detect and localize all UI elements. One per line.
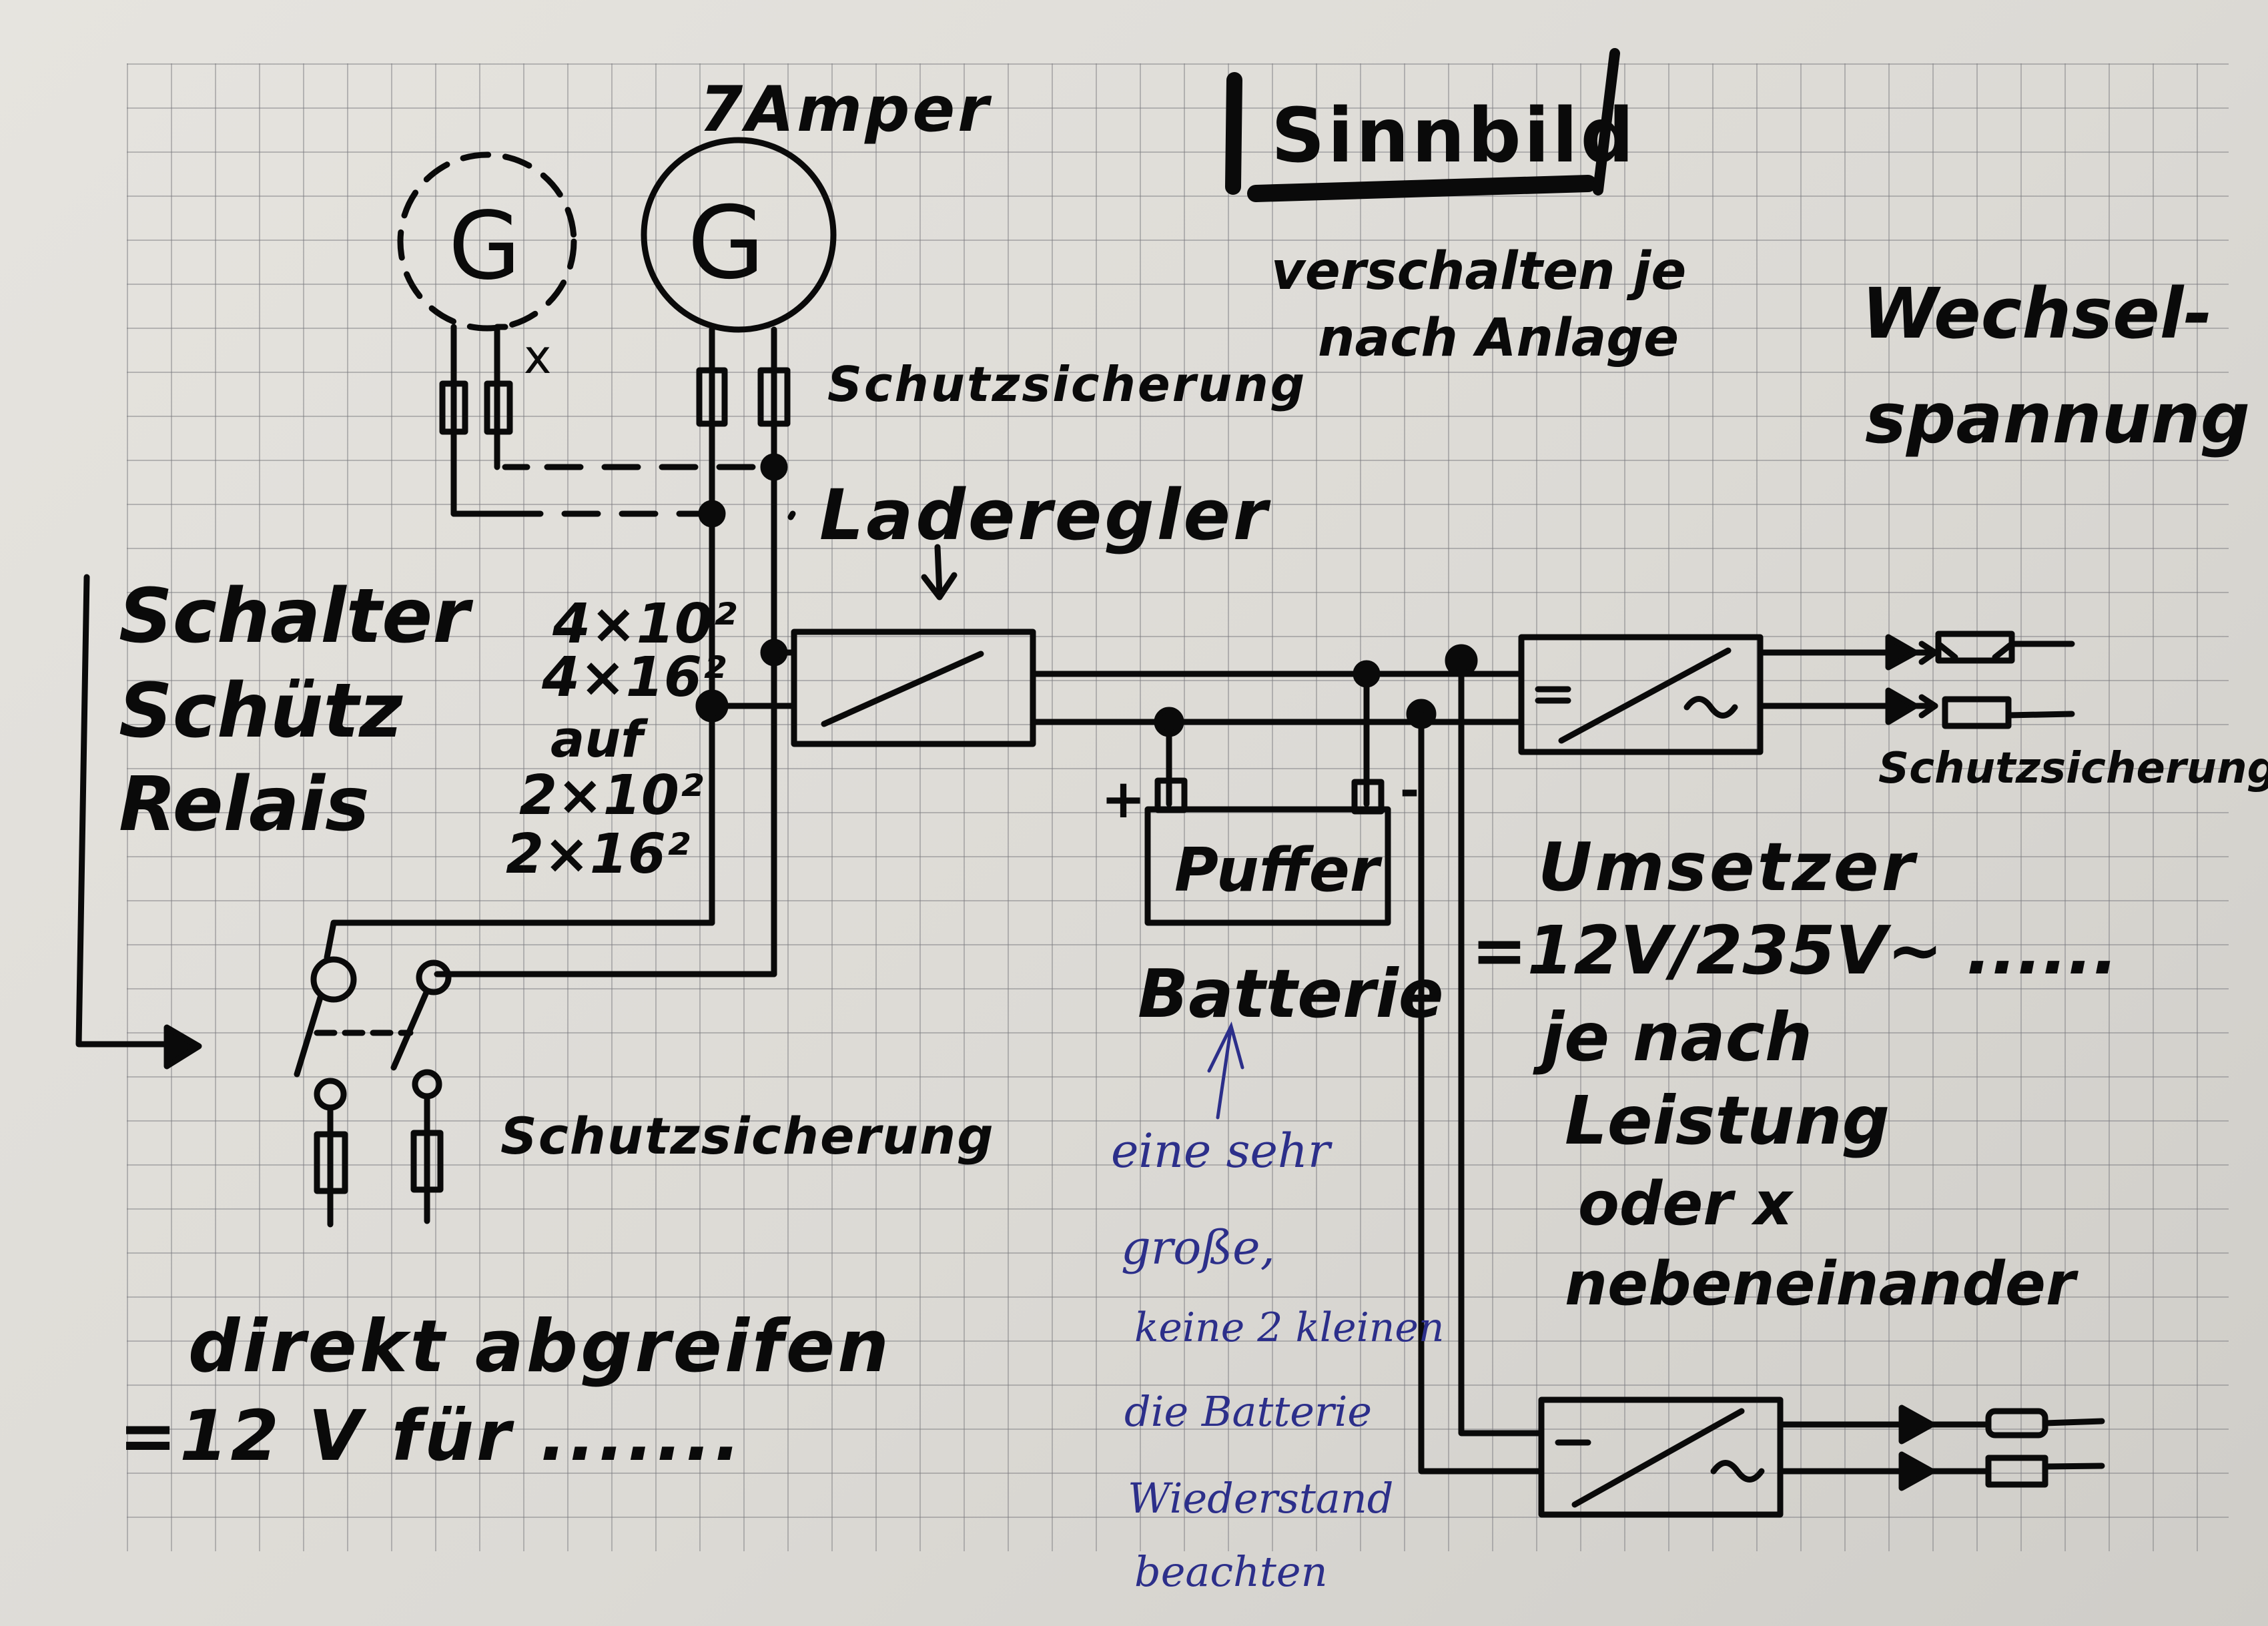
contactor-switch xyxy=(294,956,452,1228)
label-umsetzer-spec: =12V/235V~ ...... xyxy=(1471,911,2119,989)
upper-ac-outputs xyxy=(1757,631,2075,729)
label-wechsel-1: Wechsel- xyxy=(1862,273,2213,354)
label-schutzsicherung-top: Schutzsicherung xyxy=(827,356,1307,412)
label-je-nach: je nach xyxy=(1541,998,1813,1076)
arrow-head xyxy=(163,1024,202,1070)
label-schutzsicherung-right: Schutzsicherung xyxy=(1878,744,2268,793)
label-cable-5: 2×16² xyxy=(506,823,690,886)
label-nebeneinander: nebeneinander xyxy=(1565,1249,2076,1319)
note-arrow xyxy=(1207,1021,1244,1120)
label-x-mark: x xyxy=(524,330,552,384)
label-inv-eq: = xyxy=(1530,671,1569,717)
inverter-lower xyxy=(1538,1396,1784,1518)
lower-ac-outputs xyxy=(1777,1404,2105,1491)
label-schutzsicherung-bottom: Schutzsicherung xyxy=(500,1106,995,1166)
label-plus: + xyxy=(1101,768,1146,830)
note-line-4: die Batterie xyxy=(1124,1387,1373,1436)
wire xyxy=(1458,657,1545,1437)
label-cable-2: 4×16² xyxy=(542,646,726,709)
label-leistung: Leistung xyxy=(1565,1082,1890,1160)
junction-dot xyxy=(695,689,729,723)
wire xyxy=(1418,711,1545,1475)
inverter-upper xyxy=(1518,634,1764,755)
label-cable-4: 2×10² xyxy=(519,764,703,827)
label-puffer: Puffer xyxy=(1174,835,1380,905)
label-verschalten-2: nach Anlage xyxy=(1318,308,1679,368)
label-umsetzer: Umsetzer xyxy=(1538,828,1917,906)
dashed-connections xyxy=(504,464,777,517)
label-schuetz: Schütz xyxy=(119,668,403,755)
junction-dot xyxy=(760,639,788,667)
junction-dot xyxy=(760,453,788,481)
label-amper: 7Amper xyxy=(699,73,992,146)
label-schalter: Schalter xyxy=(119,573,470,660)
label-g-dashed: G xyxy=(448,192,521,301)
note-line-3: keine 2 kleinen xyxy=(1134,1304,1445,1351)
battery-puffer xyxy=(1144,806,1391,926)
label-verschalten-1: verschalten je xyxy=(1271,242,1687,302)
sinnbild-box xyxy=(1225,48,1620,202)
note-line-1: eine sehr xyxy=(1111,1124,1331,1178)
label-batterie: Batterie xyxy=(1138,955,1444,1033)
note-line-6: beachten xyxy=(1134,1547,1328,1596)
note-line-5: Wiederstand xyxy=(1128,1474,1394,1523)
label-cable-3: auf xyxy=(550,709,643,769)
laderegler-box xyxy=(791,544,1036,747)
label-laderegler: Laderegler xyxy=(819,474,1270,556)
label-inv-ac: ~ xyxy=(1683,671,1723,717)
label-sinnbild: Sinnbild xyxy=(1271,93,1637,179)
control-arrow-line xyxy=(75,574,183,1048)
label-relais: Relais xyxy=(119,761,370,848)
label-g-main: G xyxy=(687,185,765,302)
label-minus: - xyxy=(1400,763,1420,818)
label-cable-1: 4×10² xyxy=(552,592,737,656)
wire xyxy=(324,919,715,961)
generator-dashed xyxy=(397,151,577,332)
label-oder-x: oder x xyxy=(1578,1169,1793,1239)
label-wechsel-2: spannung xyxy=(1865,378,2251,459)
fuse-tick xyxy=(787,510,796,520)
label-direkt-spec: =12 V für ....... xyxy=(119,1395,744,1477)
dashed-generator-fuses xyxy=(439,324,530,517)
label-direkt: direkt abgreifen xyxy=(188,1305,892,1388)
note-line-2: große, xyxy=(1121,1220,1275,1275)
generator-main xyxy=(641,137,837,333)
junction-dot xyxy=(698,500,726,528)
